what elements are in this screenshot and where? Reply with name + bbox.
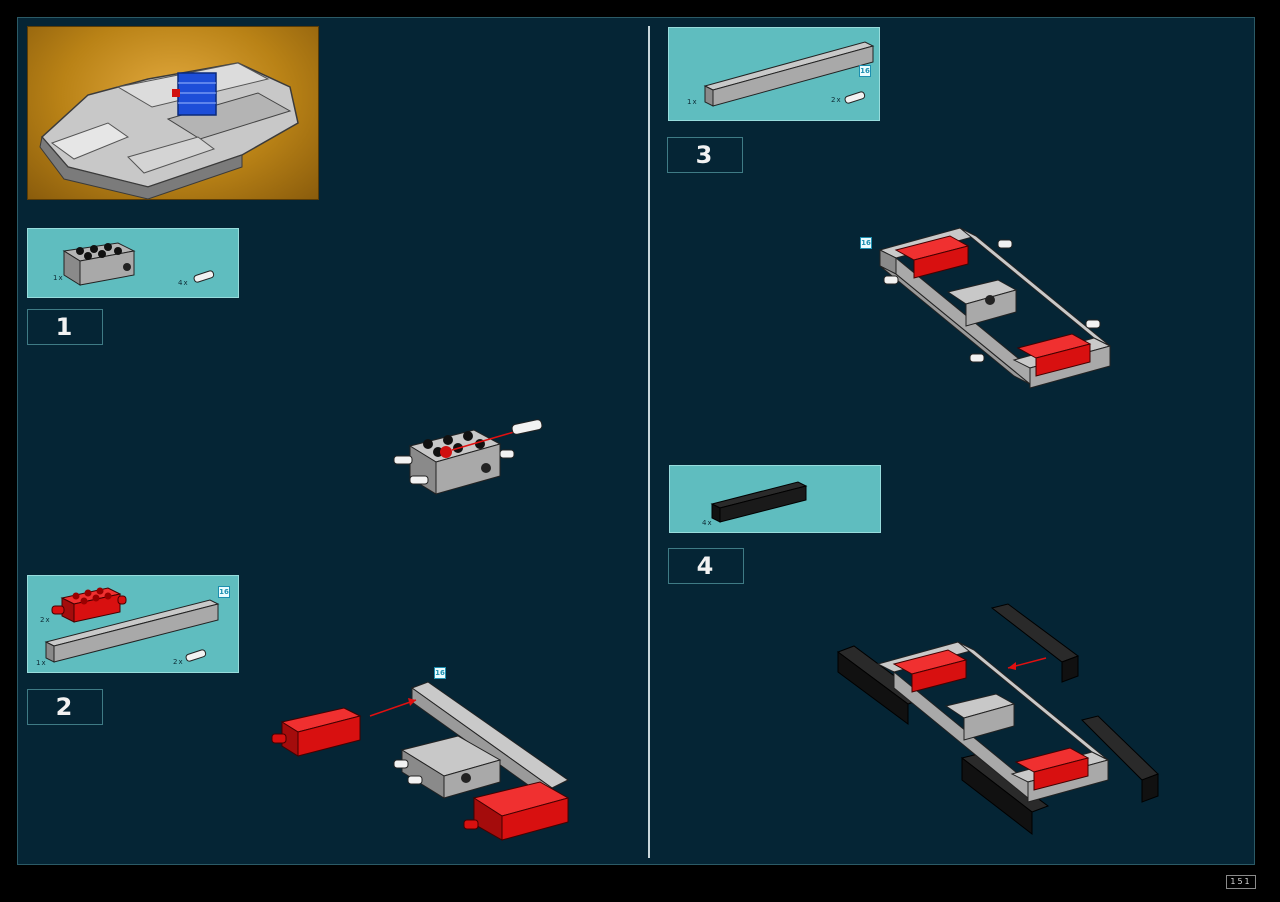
model-preview-image bbox=[39, 62, 299, 199]
length-indicator: 16 bbox=[859, 65, 871, 77]
step-number-1: 1 bbox=[27, 309, 103, 345]
quantity-label: 2x bbox=[40, 616, 51, 624]
quantity-label: 1x bbox=[687, 98, 698, 106]
step-number-2: 2 bbox=[27, 689, 103, 725]
technic-beam-1x8-black-icon bbox=[710, 481, 808, 523]
parts-callout-step-4: 4x bbox=[669, 465, 881, 533]
technic-beam-1x16-grey-icon bbox=[44, 599, 220, 663]
parts-callout-step-3: 1x 2x 16 bbox=[668, 27, 880, 121]
quantity-label: 1x bbox=[53, 274, 64, 282]
length-indicator: 16 bbox=[434, 667, 446, 679]
model-preview bbox=[27, 26, 319, 200]
quantity-label: 4x bbox=[702, 519, 713, 527]
length-indicator: 16 bbox=[218, 586, 230, 598]
step-number-3: 3 bbox=[667, 137, 743, 173]
step-4-assembly bbox=[836, 603, 1159, 836]
friction-pin-white-icon bbox=[185, 649, 207, 662]
step-number-4: 4 bbox=[668, 548, 744, 584]
quantity-label: 2x bbox=[831, 96, 842, 104]
length-indicator: 16 bbox=[860, 237, 872, 249]
friction-pin-white-icon bbox=[193, 270, 215, 283]
technic-brick-2x4-grey-icon bbox=[62, 242, 136, 286]
quantity-label: 4x bbox=[178, 279, 189, 287]
page-number: 151 bbox=[1226, 875, 1256, 889]
friction-pin-white-icon bbox=[844, 91, 866, 104]
column-divider bbox=[648, 26, 650, 858]
brick-2x4-with-pins-red-icon bbox=[51, 587, 127, 623]
quantity-label: 1x bbox=[36, 659, 47, 667]
step-2-assembly bbox=[271, 681, 570, 841]
step-3-assembly bbox=[878, 227, 1112, 389]
technic-beam-1x16-grey-icon bbox=[703, 41, 875, 107]
step-1-assembly bbox=[393, 419, 543, 495]
parts-callout-step-2: 2x 1x 2x 16 bbox=[27, 575, 239, 673]
quantity-label: 2x bbox=[173, 658, 184, 666]
parts-callout-step-1: 1x 4x bbox=[27, 228, 239, 298]
